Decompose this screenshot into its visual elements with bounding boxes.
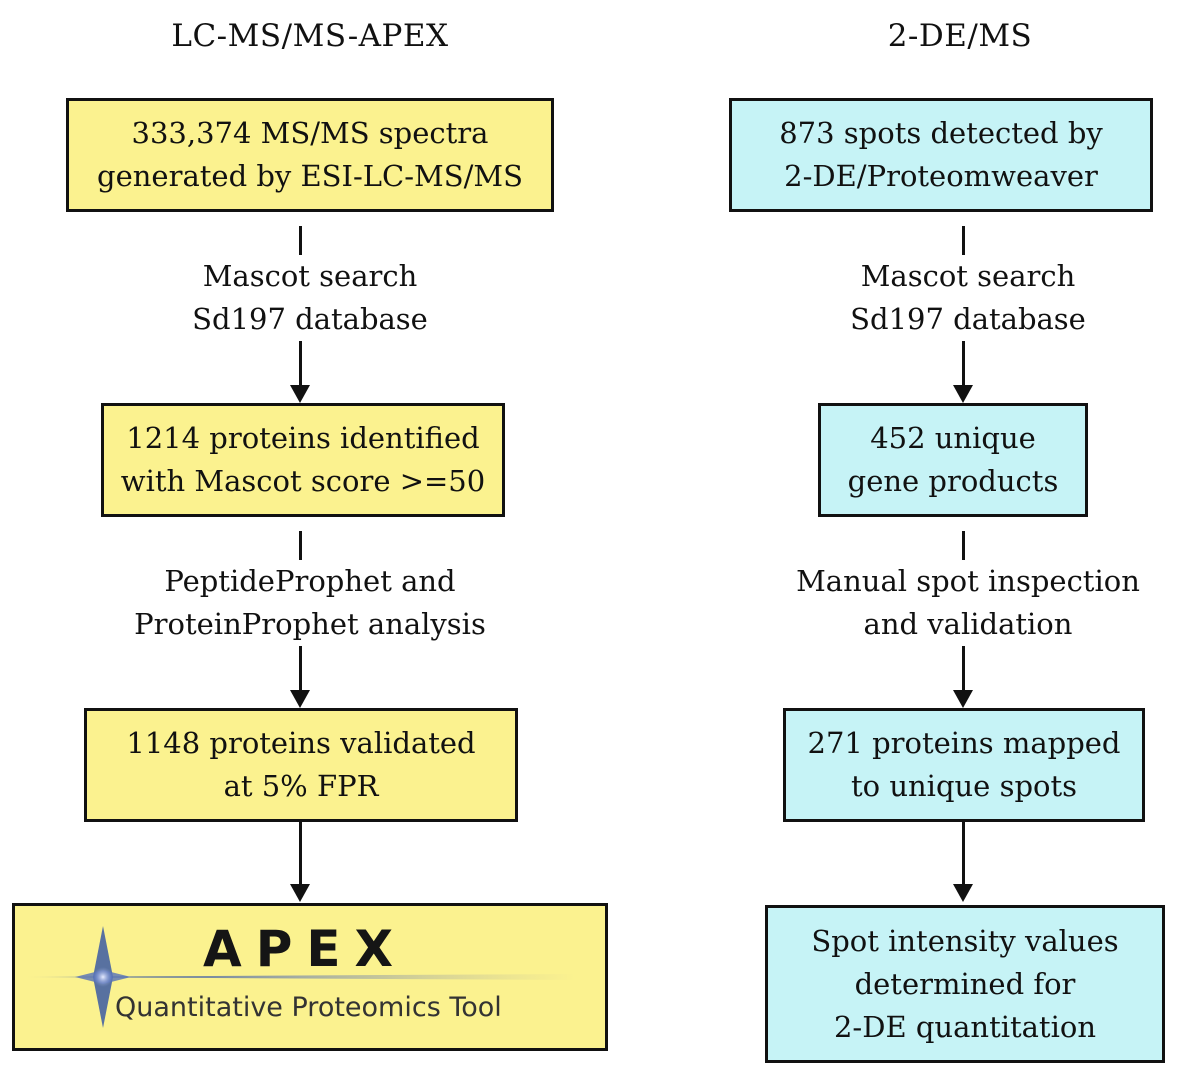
box-line: 1148 proteins validated <box>126 726 476 760</box>
arrow-head <box>290 690 310 708</box>
spot-intensity-box: Spot intensity values determined for 2-D… <box>765 905 1165 1063</box>
proteins-mapped-box: 271 proteins mapped to unique spots <box>783 708 1145 822</box>
arrow-head <box>953 690 973 708</box>
connector-line <box>962 822 965 885</box>
right-column-title: 2-DE/MS <box>887 18 1033 54</box>
box-line: determined for <box>854 966 1076 1001</box>
proteins-identified-box: 1214 proteins identified with Mascot sco… <box>101 403 505 517</box>
box-line: 333,374 MS/MS spectra <box>131 116 489 150</box>
star-flare-icon <box>25 926 575 1028</box>
box-line: 873 spots detected by <box>779 116 1103 150</box>
box-line: 1214 proteins identified <box>126 421 480 455</box>
apex-logo-subtitle: Quantitative Proteomics Tool <box>115 992 502 1023</box>
box-line: gene products <box>847 464 1059 498</box>
box-line: 2-DE/Proteomweaver <box>784 159 1098 193</box>
box-line: with Mascot score >=50 <box>120 464 486 498</box>
arrow-head <box>953 884 973 902</box>
connector-line <box>299 822 302 885</box>
box-line: at 5% FPR <box>223 769 379 803</box>
box-line: 271 proteins mapped <box>807 726 1121 760</box>
arrow-head <box>953 385 973 403</box>
box-line: 2-DE quantitation <box>833 1009 1097 1044</box>
proteins-validated-box: 1148 proteins validated at 5% FPR <box>84 708 518 822</box>
box-line: Spot intensity values <box>811 923 1119 958</box>
spectra-generated-box: 333,374 MS/MS spectra generated by ESI-L… <box>66 98 554 212</box>
box-line: generated by ESI-LC-MS/MS <box>97 159 523 193</box>
arrow-head <box>290 884 310 902</box>
apex-logo: APEX Quantitative Proteomics Tool <box>12 903 608 1051</box>
apex-logo-word: APEX <box>203 920 408 978</box>
spots-detected-box: 873 spots detected by 2-DE/Proteomweaver <box>729 98 1153 212</box>
box-line: 452 unique <box>870 421 1036 455</box>
box-line: to unique spots <box>850 769 1078 803</box>
left-column-title: LC-MS/MS-APEX <box>171 18 449 54</box>
arrow-head <box>290 385 310 403</box>
unique-gene-products-box: 452 unique gene products <box>818 403 1088 517</box>
